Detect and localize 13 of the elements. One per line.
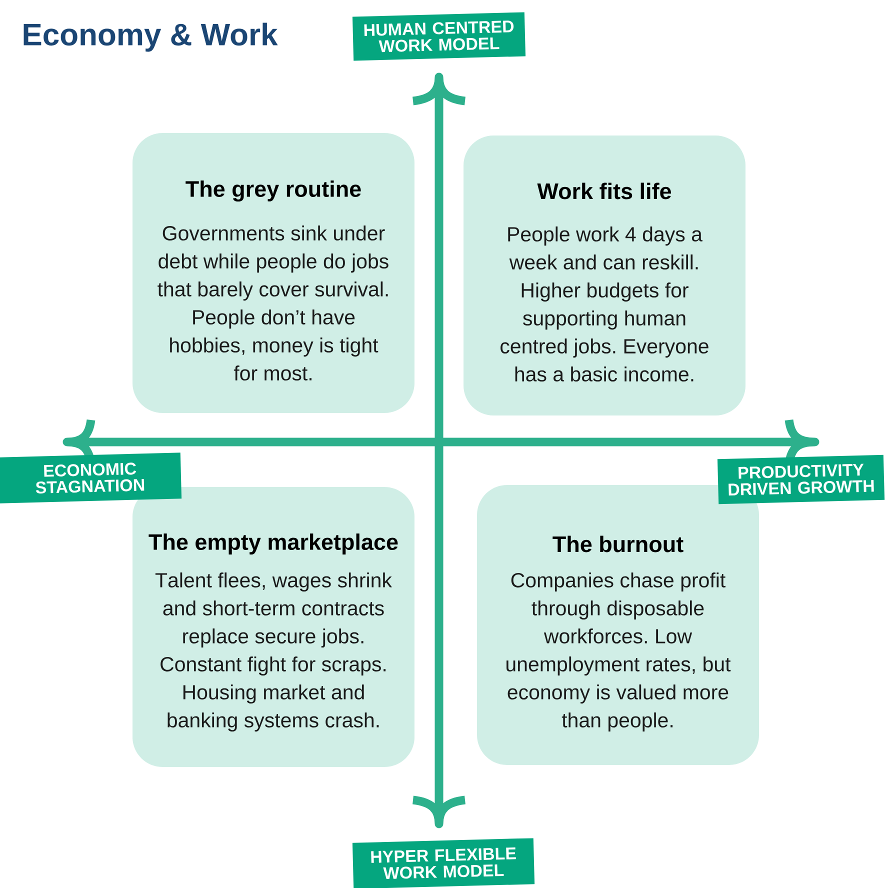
card-heading: The grey routine <box>186 180 361 202</box>
card-text: Governments sink under debt while people do jobs that barely cover survival. People don’t have hobbies, money is tight for most. <box>158 225 388 381</box>
card-heading: The burnout <box>552 536 684 552</box>
axis-label: ECONOMIC STAGNATION <box>0 452 182 504</box>
card-text: Talent flees, wages shrink and short-term contracts replace secure jobs. Constant fight for scraps. Housing market and banking systems crash. <box>155 572 392 732</box>
axis-label: PRODUCTIVITY DRIVEN GROWTH <box>717 454 885 504</box>
title: Economy & Work <box>24 22 278 52</box>
card-text: People work 4 days a week and can reskill. Higher budgets for supporting human centred jobs. Everyone has a basic income. <box>500 226 708 382</box>
axis-label: HYPER FLEXIBLE WORK MODEL <box>352 838 535 888</box>
card-heading: Work fits life <box>537 182 672 200</box>
axis-label: HUMAN CENTRED WORK MODEL <box>352 12 526 61</box>
card-heading: The empty marketplace <box>148 534 398 554</box>
card-text: Companies chase profit through disposable workforces. Low unemployment rates, but economy is valued more than people. <box>506 572 731 732</box>
